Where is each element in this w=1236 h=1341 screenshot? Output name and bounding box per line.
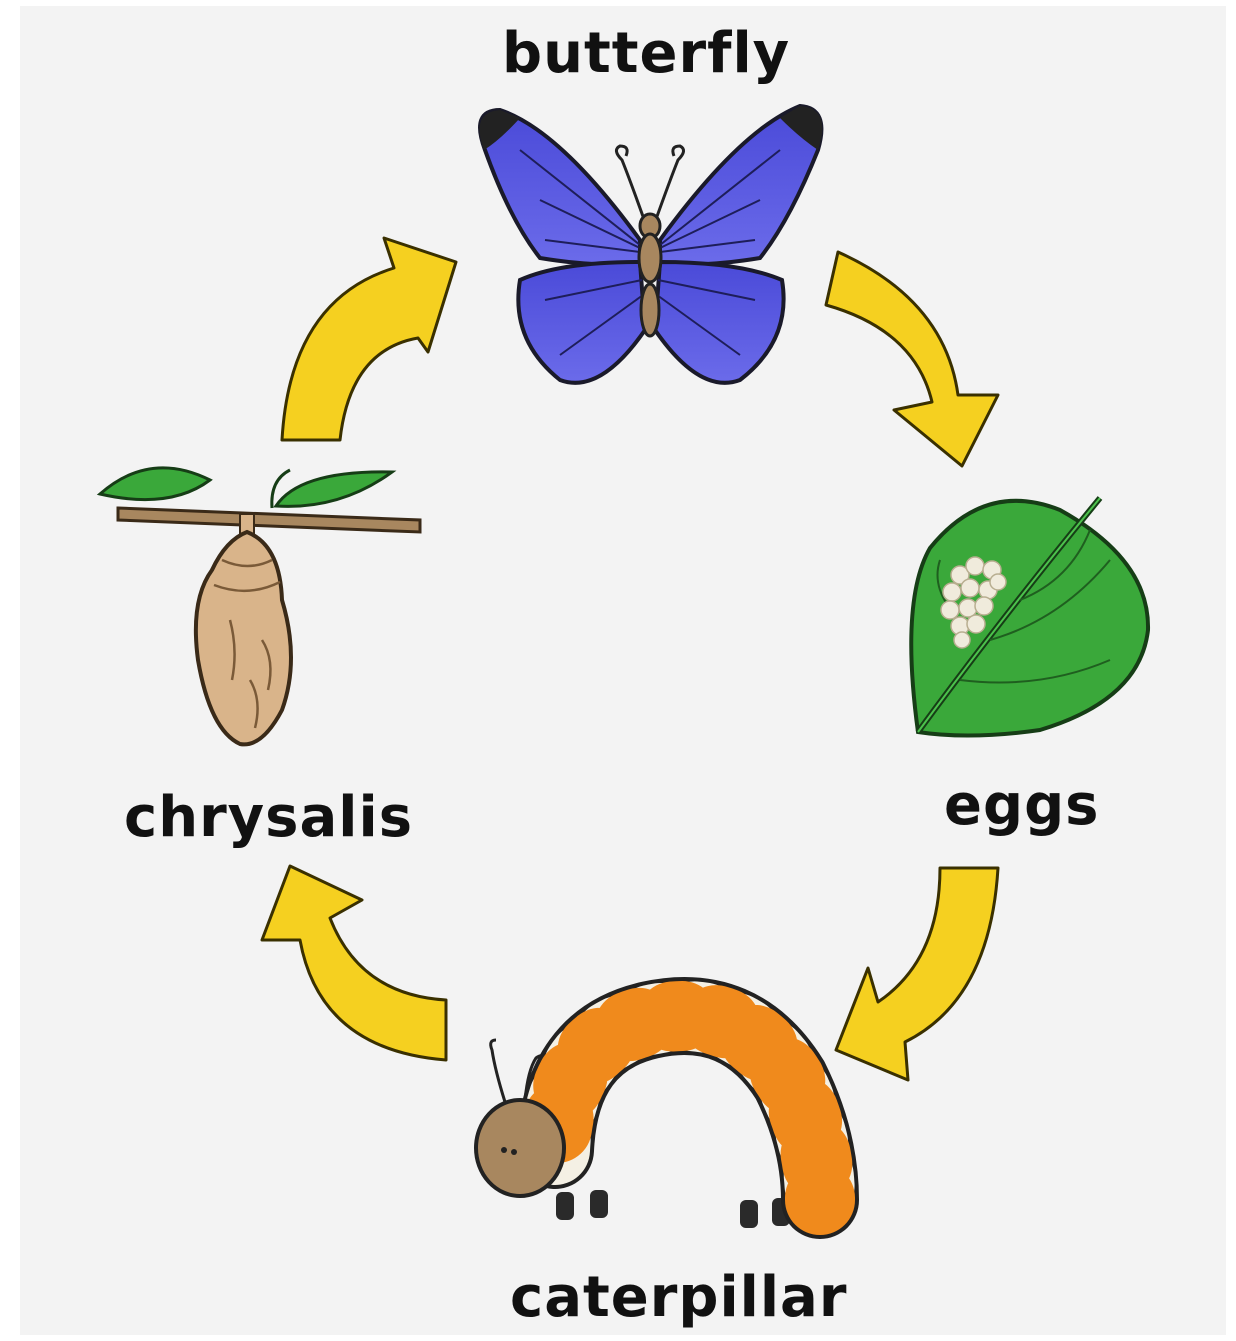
stage-label-chrysalis: chrysalis [124,790,413,846]
chrysalis-icon [100,468,420,745]
stage-label-eggs: eggs [944,778,1099,834]
stage-label-caterpillar: caterpillar [510,1270,847,1326]
egg-leaf-icon [911,498,1148,736]
stage-label-butterfly: butterfly [502,26,790,82]
arrow-caterpillar-to-chrysalis [262,866,446,1060]
arrow-chrysalis-to-butterfly [282,238,456,440]
butterfly-icon [480,106,823,383]
arrow-butterfly-to-eggs [826,252,998,466]
caterpillar-icon [476,1016,820,1228]
arrow-eggs-to-caterpillar [836,868,998,1080]
